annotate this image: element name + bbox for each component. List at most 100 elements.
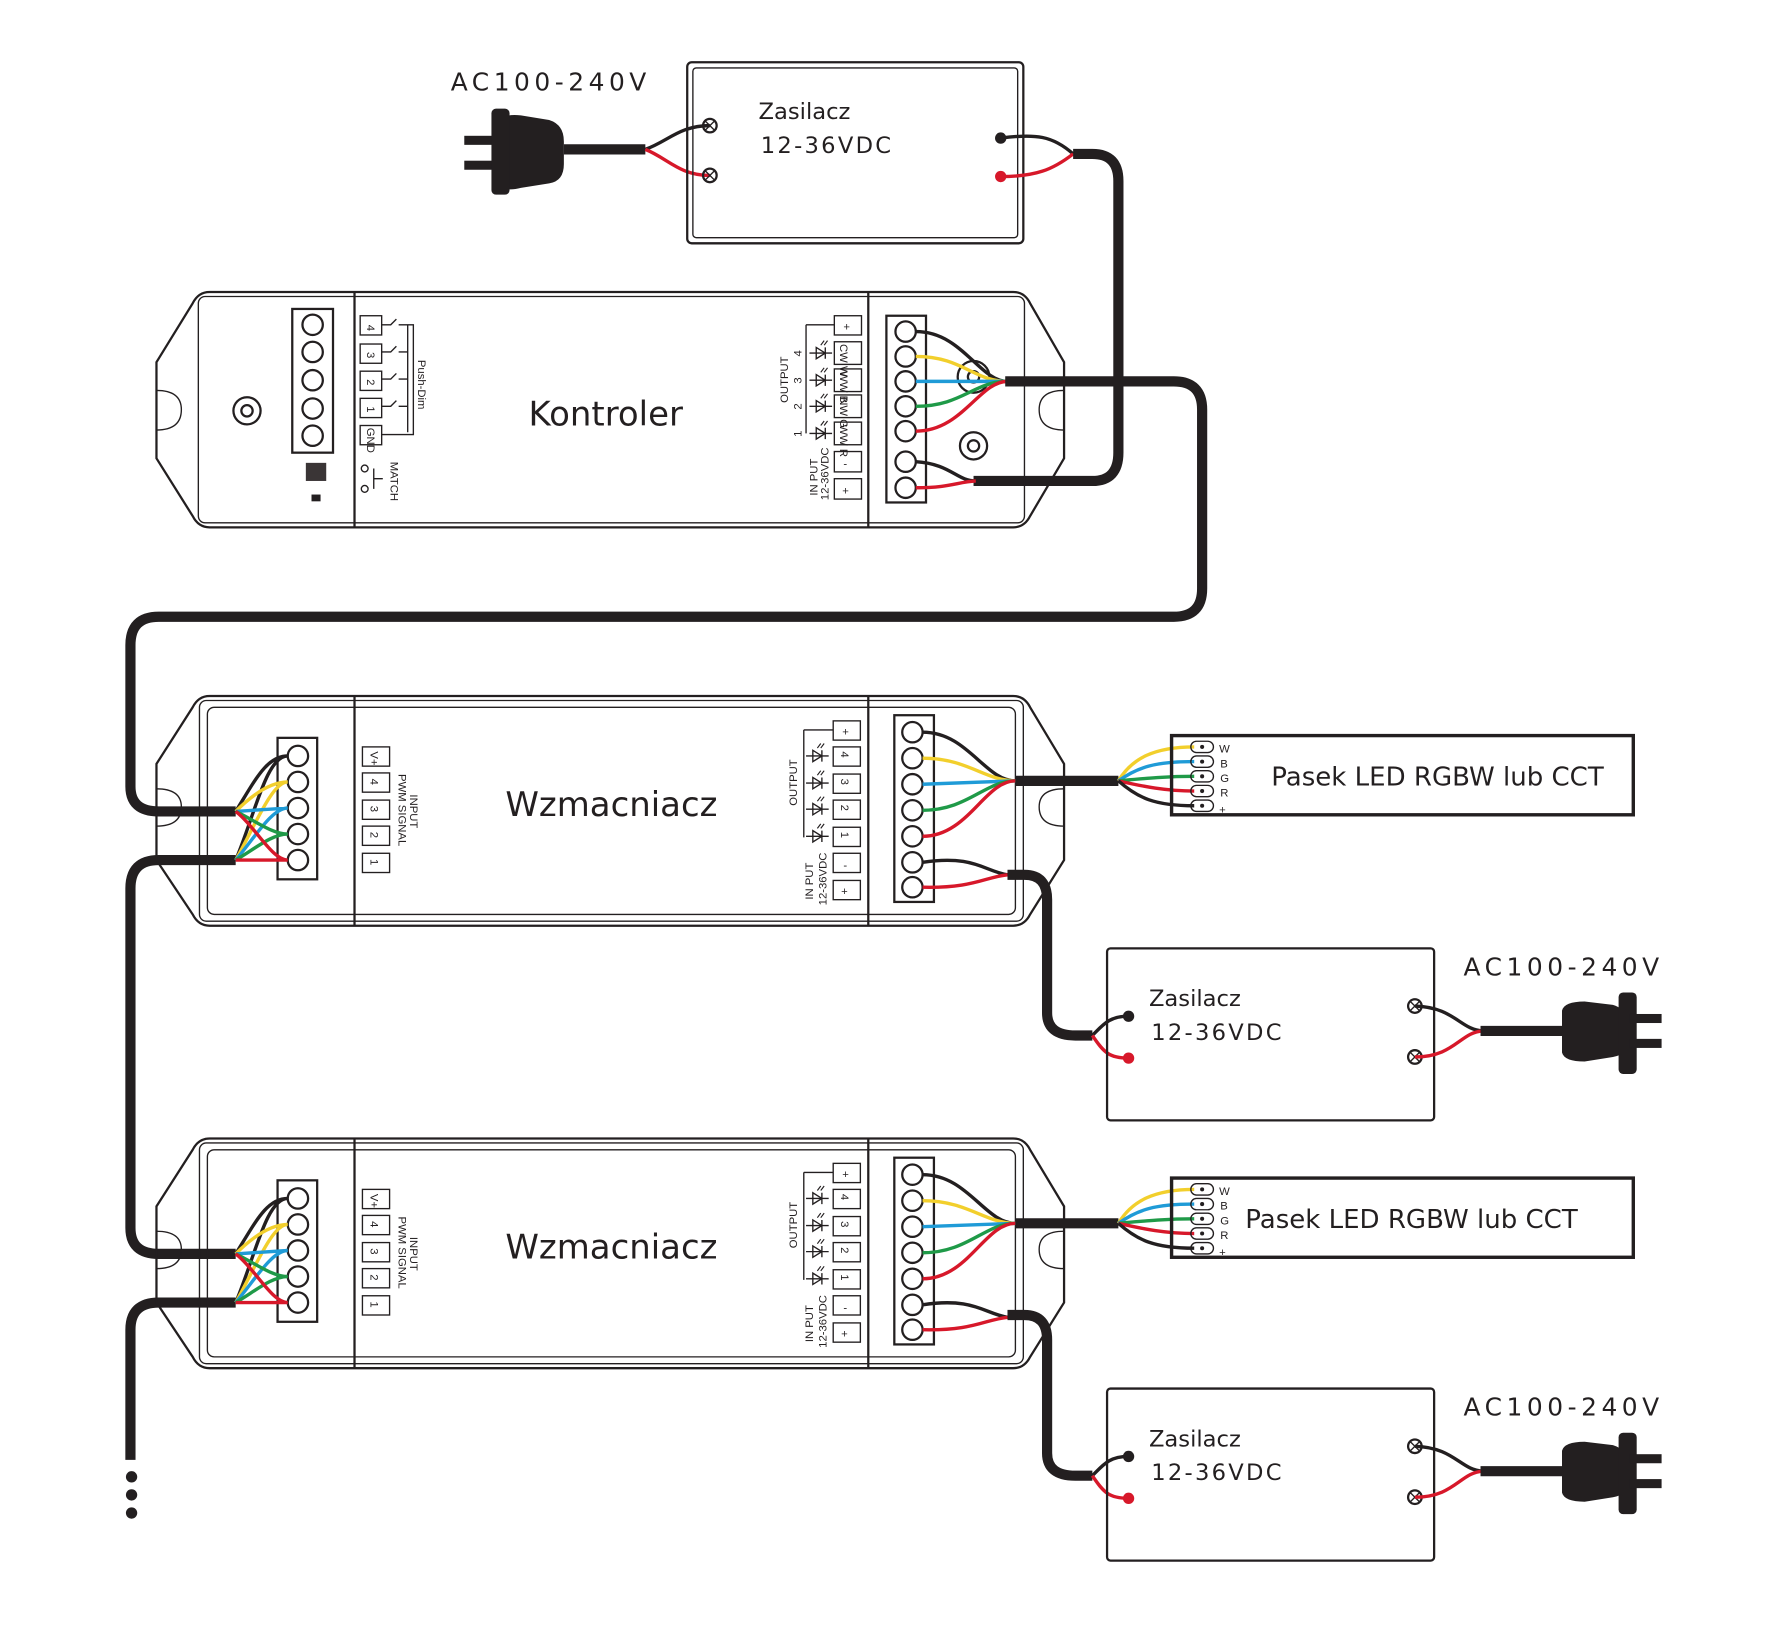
terminal-label: 2 bbox=[838, 1247, 850, 1253]
terminal-label: 2 bbox=[367, 832, 379, 838]
amplifier: V+ 4 3 2 1 INPUT PWM SIGNAL Wzmacniacz O… bbox=[155, 694, 1119, 927]
terminal-label: 3 bbox=[364, 352, 376, 358]
psu-title: Zasilacz bbox=[759, 99, 851, 125]
plug-icon bbox=[1562, 992, 1662, 1074]
strip-pin-label: G bbox=[1220, 1215, 1229, 1227]
signal-cable bbox=[125, 854, 236, 1259]
terminal-label: + bbox=[842, 486, 849, 498]
terminal-label: + bbox=[842, 727, 849, 739]
input-voltage-label: 12-36VDC bbox=[817, 853, 829, 906]
power-supply-main: AC100-240V Zasilacz 12-36VDC bbox=[451, 61, 1124, 487]
ac-voltage-label: AC100-240V bbox=[451, 68, 651, 97]
controller: 4 3 2 1 GND Push-Dim MATCH Kontroler OUT… bbox=[155, 290, 1066, 529]
strip-pin-label: W bbox=[1219, 744, 1230, 756]
led-icon bbox=[808, 339, 833, 360]
terminal-label: 4 bbox=[367, 1221, 379, 1227]
ac-voltage-label: AC100-240V bbox=[1464, 1393, 1664, 1422]
push-dim-label: Push-Dim bbox=[415, 360, 427, 410]
strip-pads bbox=[1190, 1183, 1215, 1255]
amplifier-group: V+ 4 3 2 1 INPUT PWM SIGNAL Wzmacniacz O… bbox=[155, 1137, 1664, 1562]
input-voltage-label: 12-36VDC bbox=[817, 1295, 829, 1348]
terminal-label: 4 bbox=[364, 325, 376, 331]
terminal-label: 1 bbox=[367, 859, 379, 865]
output-label: OUTPUT bbox=[779, 356, 791, 403]
terminal-label: 1 bbox=[367, 1301, 379, 1307]
terminal-label: NW G bbox=[837, 397, 849, 428]
terminal-label: 2 bbox=[838, 805, 850, 811]
input-label: IN PUT bbox=[804, 1305, 816, 1342]
pwm-signal-label: PWM SIGNAL bbox=[396, 774, 408, 846]
psu-title: Zasilacz bbox=[1149, 986, 1241, 1012]
terminal-label: 3 bbox=[838, 779, 850, 785]
controller-title: Kontroler bbox=[529, 395, 683, 435]
terminal-label: GND bbox=[364, 428, 376, 453]
strip-pin-label: W bbox=[1219, 1186, 1230, 1198]
led-icon bbox=[808, 393, 833, 413]
channel-number: 2 bbox=[793, 403, 805, 409]
terminal-label: + bbox=[841, 886, 848, 898]
strip-pin-label: B bbox=[1220, 1201, 1228, 1213]
terminal-label: 4 bbox=[367, 779, 379, 785]
plug-icon bbox=[464, 108, 564, 195]
amplifier-power-supply: Zasilacz 12-36VDC AC100-240V bbox=[1007, 1309, 1664, 1562]
strip-pin-label: R bbox=[1220, 1230, 1228, 1242]
strip-pads bbox=[1190, 740, 1215, 813]
psu-voltage: 12-36VDC bbox=[761, 133, 894, 159]
psu-voltage: 12-36VDC bbox=[1151, 1460, 1284, 1486]
terminal-label: 4 bbox=[838, 751, 850, 757]
strip-label: Pasek LED RGBW lub CCT bbox=[1271, 762, 1604, 792]
strip-label: Pasek LED RGBW lub CCT bbox=[1245, 1205, 1578, 1235]
led-icon bbox=[808, 420, 833, 440]
signal-cable bbox=[125, 1297, 236, 1460]
terminal-label: + bbox=[843, 321, 850, 333]
terminal-label: 1 bbox=[838, 1274, 850, 1280]
match-button[interactable] bbox=[305, 462, 327, 481]
amplifier-title: Wzmacniacz bbox=[505, 1227, 717, 1267]
screw-terminal-icon bbox=[701, 117, 718, 184]
psu-title: Zasilacz bbox=[1149, 1426, 1241, 1452]
terminal-label: - bbox=[843, 458, 847, 470]
input-label: IN PUT bbox=[804, 863, 816, 900]
terminal-label: 1 bbox=[838, 832, 850, 838]
led-icon bbox=[808, 367, 833, 387]
signal-cable bbox=[125, 376, 1208, 817]
continuation-dots bbox=[125, 1471, 138, 1519]
terminal-label: - bbox=[843, 860, 847, 872]
match-label: MATCH bbox=[388, 462, 400, 501]
terminal-label: - bbox=[843, 1303, 847, 1315]
amplifier-group: V+ 4 3 2 1 INPUT PWM SIGNAL Wzmacniacz O… bbox=[155, 694, 1664, 1122]
strip-pin-label: + bbox=[1219, 805, 1226, 817]
amplifier-power-supply: Zasilacz 12-36VDC AC100-240V bbox=[1007, 869, 1664, 1122]
terminal-label: 2 bbox=[364, 379, 376, 385]
strip-pin-label: + bbox=[1219, 1247, 1226, 1259]
strip-pin-label: G bbox=[1220, 773, 1229, 785]
strip-pin-label: R bbox=[1220, 788, 1228, 800]
terminal-label: + bbox=[841, 1329, 848, 1341]
led-strip: W B G R + Pasek LED RGBW lub CCT bbox=[1116, 733, 1635, 817]
terminal-label: 3 bbox=[367, 806, 379, 812]
strip-pin-label: B bbox=[1220, 758, 1228, 770]
pwm-signal-label: PWM SIGNAL bbox=[396, 1217, 408, 1289]
terminal-label: 4 bbox=[838, 1194, 850, 1200]
terminal-label: V+ bbox=[367, 1194, 379, 1209]
plug-icon bbox=[1562, 1432, 1662, 1515]
input-label: IN PUT bbox=[808, 459, 820, 496]
terminal-label: 3 bbox=[838, 1221, 850, 1227]
input-label: INPUT bbox=[407, 1237, 419, 1271]
terminal-label: 3 bbox=[367, 1248, 379, 1254]
ac-voltage-label: AC100-240V bbox=[1464, 952, 1664, 981]
amplifier-title: Wzmacniacz bbox=[505, 785, 717, 825]
led-strip: W B G R + Pasek LED RGBW lub CCT bbox=[1116, 1176, 1635, 1259]
input-label: INPUT bbox=[407, 794, 419, 828]
channel-number: 4 bbox=[793, 350, 805, 356]
terminal-label: WW R bbox=[837, 424, 849, 457]
terminal-label: + bbox=[842, 1169, 849, 1181]
output-label: OUTPUT bbox=[788, 759, 800, 806]
psu-voltage: 12-36VDC bbox=[1151, 1020, 1284, 1046]
terminal-label: V+ bbox=[367, 751, 379, 766]
channel-number: 3 bbox=[793, 377, 805, 383]
terminal-label: 2 bbox=[367, 1274, 379, 1280]
output-label: OUTPUT bbox=[788, 1202, 800, 1249]
input-voltage-label: 12-36VDC bbox=[820, 447, 832, 500]
